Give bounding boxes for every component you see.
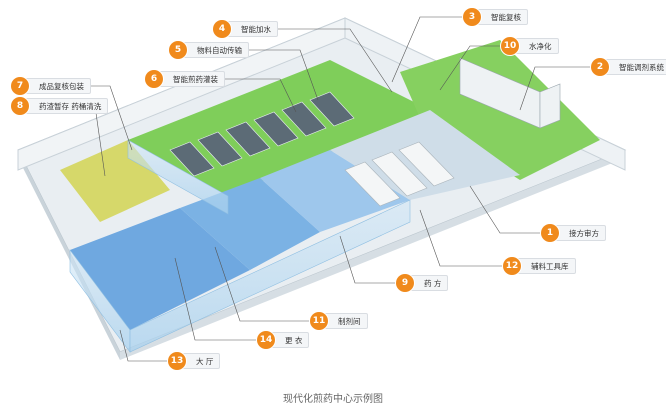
- label-prescription: 9 药 方: [396, 274, 449, 292]
- label-smart-review: 3 智能复核: [463, 8, 528, 26]
- label-number-badge: 6: [145, 70, 163, 88]
- label-text: 智能加水: [241, 24, 271, 34]
- label-text: 制剂间: [338, 316, 361, 326]
- front-glass-wall: [129, 199, 411, 353]
- label-number-badge: 9: [396, 274, 414, 292]
- label-text: 大 厅: [196, 356, 214, 366]
- label-prescription-review: 1 接方审方: [541, 224, 606, 242]
- label-smart-decoction: 6 智能煎药灌装: [145, 70, 225, 88]
- label-material-transfer: 5 物料自动传输: [169, 41, 249, 59]
- label-smart-dispensing: 2 智能调剂系统: [591, 58, 666, 76]
- inner-glass-wall: [127, 139, 229, 215]
- label-number-badge: 8: [11, 97, 29, 115]
- label-text: 物料自动传输: [197, 45, 242, 55]
- label-number-badge: 10: [501, 37, 519, 55]
- prescription-area-floor: [260, 150, 410, 232]
- label-water-purification: 10 水净化: [501, 37, 559, 55]
- label-text: 成品复核包装: [39, 81, 84, 91]
- dispensing-cabinets: [459, 57, 561, 129]
- figure-caption: 现代化煎药中心示例图: [283, 394, 383, 405]
- label-number-badge: 14: [257, 331, 275, 349]
- base-slab-edge-right: [120, 150, 625, 360]
- label-number-badge: 4: [213, 20, 231, 38]
- label-text: 更 衣: [285, 335, 303, 345]
- label-number-badge: 5: [169, 41, 187, 59]
- label-text: 智能复核: [491, 12, 521, 22]
- label-text: 智能煎药灌装: [173, 74, 218, 84]
- label-number-badge: 12: [503, 257, 521, 275]
- label-auxiliary-storage: 12 辅料工具库: [503, 257, 576, 275]
- lobby-floor: [70, 208, 250, 330]
- decoction-machines: [169, 91, 355, 177]
- label-number-badge: 7: [11, 77, 29, 95]
- label-text: 药 方: [424, 278, 442, 288]
- label-text: 水净化: [529, 41, 552, 51]
- label-text: 接方审方: [569, 228, 599, 238]
- label-number-badge: 11: [310, 312, 328, 330]
- label-number-badge: 1: [541, 224, 559, 242]
- label-preparation-room: 11 制剂间: [310, 312, 368, 330]
- storage-shelves: [344, 141, 455, 207]
- label-packaging-review: 7 成品复核包装: [11, 77, 91, 95]
- label-text: 药渣暂存 药桶清洗: [39, 101, 102, 111]
- label-lobby: 13 大 厅: [168, 352, 221, 370]
- base-slab-edge: [18, 150, 120, 360]
- label-smart-water: 4 智能加水: [213, 20, 278, 38]
- label-number-badge: 13: [168, 352, 186, 370]
- label-number-badge: 2: [591, 58, 609, 76]
- label-text: 辅料工具库: [531, 261, 569, 271]
- label-residue-storage: 8 药渣暂存 药桶清洗: [11, 97, 109, 115]
- label-number-badge: 3: [463, 8, 481, 26]
- label-changing-room: 14 更 衣: [257, 331, 310, 349]
- label-text: 智能调剂系统: [619, 62, 664, 72]
